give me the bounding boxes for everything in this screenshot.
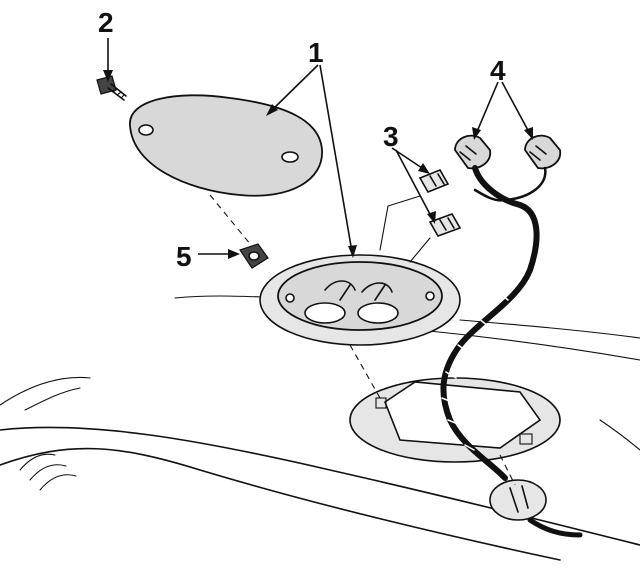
alignment-line — [209, 194, 256, 251]
roof-outline — [0, 295, 640, 561]
callout-3: 3 — [383, 121, 399, 152]
leader-4 — [472, 81, 533, 140]
clip-slot — [375, 397, 387, 409]
wire-harness — [440, 165, 547, 481]
bulb-upper — [418, 168, 450, 194]
socket-right — [524, 134, 562, 170]
bulb-guide-line — [379, 195, 421, 251]
lamp-housing — [259, 254, 461, 346]
alignment-line — [349, 344, 381, 399]
leader-2 — [103, 38, 113, 82]
callout-4: 4 — [490, 55, 506, 86]
callout-5: 5 — [176, 241, 192, 272]
bulb-lower — [428, 213, 462, 237]
callout-2: 2 — [98, 7, 114, 38]
lamp-lens — [129, 94, 323, 197]
roof-opening — [349, 377, 561, 463]
bulb-guide-line — [409, 237, 431, 263]
retaining-clip — [239, 243, 269, 269]
leader-5 — [198, 249, 240, 259]
socket-left — [454, 134, 492, 170]
clip-slot — [519, 433, 533, 445]
leader-3 — [391, 147, 436, 224]
screw — [96, 75, 127, 101]
alignment-line — [499, 454, 516, 486]
wire-grommet — [489, 479, 583, 538]
callout-1: 1 — [308, 37, 324, 68]
leader-1 — [266, 64, 357, 258]
